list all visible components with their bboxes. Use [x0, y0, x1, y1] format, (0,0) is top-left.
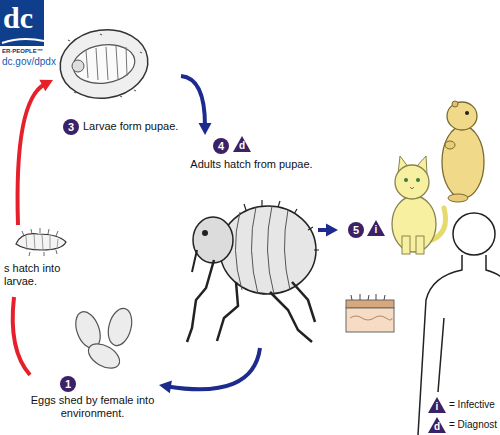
- arrow-head: [159, 380, 172, 393]
- arrow-head: [39, 80, 53, 92]
- cat-head: [395, 165, 429, 199]
- callout-number: 3: [63, 119, 79, 135]
- marker-letter: d: [428, 421, 446, 433]
- stage-marker: d: [233, 136, 251, 152]
- pupa-head: [72, 60, 84, 72]
- skin-layer: [346, 308, 394, 332]
- callout-number: 5: [348, 222, 364, 238]
- marker-triangle-shape: [428, 417, 446, 433]
- marker-triangle-shape: [233, 136, 251, 152]
- larva-segments: [26, 234, 58, 250]
- logo-block: [0, 0, 44, 46]
- larva-hairs: [22, 228, 58, 256]
- flea-head: [193, 217, 233, 263]
- stage-marker: i: [367, 220, 385, 236]
- cat-leg: [416, 236, 424, 254]
- cat-leg: [402, 236, 410, 254]
- flea-leg: [292, 282, 315, 322]
- marker-triangle-shape: [367, 220, 385, 236]
- egg: [84, 339, 123, 373]
- human-arm: [438, 318, 444, 392]
- arrow-head: [326, 224, 338, 237]
- arrow-head: [199, 123, 212, 135]
- flea-bristles: [244, 200, 319, 250]
- marker-letter: i: [367, 224, 385, 236]
- stage-caption: Larvae form pupae.: [83, 120, 178, 133]
- arrow-line: [18, 84, 45, 225]
- flea-eye: [202, 230, 208, 236]
- egg: [104, 306, 135, 348]
- pupa-body: [71, 41, 138, 87]
- flea-abdomen: [220, 206, 316, 294]
- pupa-cocoon: [56, 24, 153, 104]
- cat-eye: [404, 178, 408, 182]
- prairie-dog-head: [447, 102, 477, 130]
- arrow-line: [168, 348, 260, 389]
- cat-eye: [416, 178, 420, 182]
- lifecycle-arrow: [159, 348, 260, 393]
- lifecycle-arrow: [13, 297, 30, 375]
- flea-leg: [270, 292, 312, 342]
- flea-mouthparts: [192, 250, 197, 272]
- lifecycle-stage: 5i: [340, 88, 498, 392]
- lifecycle-stage: 3 Larvae form pupae.: [55, 18, 181, 142]
- logo-tagline: ER·PEOPLE™: [2, 47, 43, 55]
- prairie-dog-paw: [445, 141, 455, 149]
- stage-caption: Eggs shed by female into environment.: [30, 394, 155, 420]
- website-url: dc.gov/dpdx: [2, 56, 56, 68]
- flea-segments: [235, 206, 290, 294]
- lifecycle-stage: 4dAdults hatch from pupae.: [185, 136, 318, 348]
- prairie-dog-eye: [465, 111, 469, 115]
- larva-body: [16, 234, 66, 250]
- cocoon-debris: [68, 34, 142, 97]
- stage-caption: s hatch into larvae.: [4, 262, 70, 288]
- logo-swoosh: [2, 39, 44, 43]
- prairie-dog-foot: [448, 194, 468, 202]
- prairie-dog-body: [442, 126, 484, 198]
- skin-wave: [350, 316, 392, 320]
- skin-hairs: [351, 294, 385, 300]
- skin-layer: [346, 300, 394, 308]
- marker-letter: d: [233, 140, 251, 152]
- arrow-line: [13, 297, 30, 375]
- legend-text: = Diagnost: [447, 418, 499, 432]
- flea-leg: [217, 282, 238, 341]
- flea-leg: [187, 260, 214, 342]
- lifecycle-arrow: [318, 224, 338, 237]
- cat-nose: [410, 187, 414, 189]
- stage-marker: i: [428, 397, 446, 413]
- marker-letter: i: [428, 401, 446, 413]
- legend-text: = Infective: [447, 398, 497, 412]
- lifecycle-arrow: [181, 76, 212, 135]
- lifecycle-stage: 1Eggs shed by female into environment.: [30, 305, 157, 425]
- marker-triangle-shape: [428, 397, 446, 413]
- callout-number: 4: [213, 138, 229, 154]
- logo-text: dc: [3, 2, 33, 34]
- arrow-line: [181, 76, 205, 126]
- lifecycle-stage: s hatch into larvae.: [3, 226, 71, 296]
- prairie-dog-ear: [452, 101, 458, 107]
- stage-caption: Adults hatch from pupae.: [190, 158, 312, 171]
- callout-number: 1: [60, 376, 76, 392]
- human-head: [453, 213, 495, 255]
- stage-marker: d: [428, 417, 446, 433]
- lifecycle-arrow: [18, 80, 53, 225]
- human-outline: [418, 255, 500, 435]
- pupa-segments: [86, 46, 127, 80]
- cat-body: [392, 196, 436, 252]
